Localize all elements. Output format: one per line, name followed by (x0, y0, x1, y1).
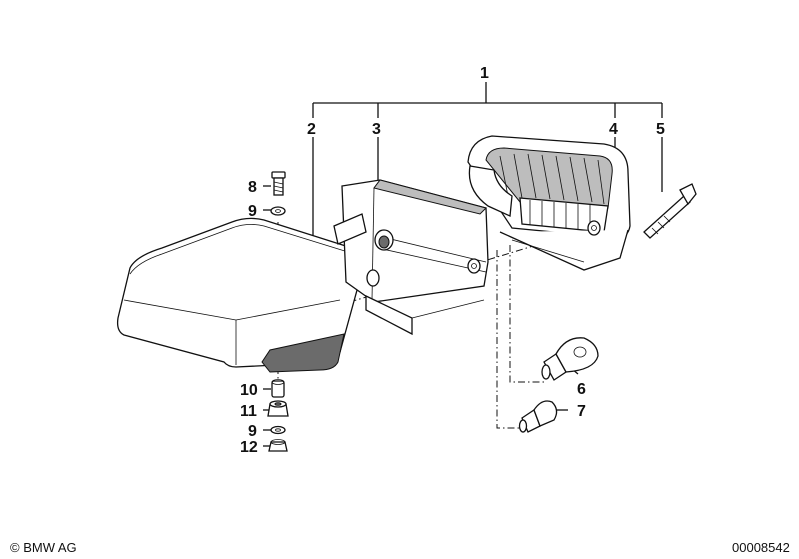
bushing-part-10 (271, 379, 285, 398)
callout-5: 5 (656, 121, 665, 138)
bulb-part-7 (518, 400, 558, 433)
callout-labels: 1 2 3 4 5 8 9 6 7 10 11 9 12 (240, 65, 665, 456)
diagram-number: 00008542 (732, 540, 790, 555)
nut-part-12 (268, 439, 288, 452)
washer-part-9-top (270, 206, 286, 216)
callout-6: 6 (577, 381, 586, 398)
housing-part-3 (333, 179, 489, 336)
callout-10: 10 (240, 382, 258, 399)
callout-3: 3 (372, 121, 381, 138)
callout-9-top: 9 (248, 203, 257, 220)
lens-cover-part-2 (116, 217, 365, 373)
callout-2: 2 (307, 121, 316, 138)
grommet-part-11 (267, 400, 289, 417)
callout-9-bottom: 9 (248, 423, 257, 440)
screw-part-5 (643, 183, 697, 239)
copyright-text: © BMW AG (10, 540, 77, 555)
callout-8: 8 (248, 179, 257, 196)
callout-7: 7 (577, 403, 586, 420)
callout-12: 12 (240, 439, 258, 456)
callout-1: 1 (480, 65, 489, 82)
screw-part-8 (271, 171, 286, 196)
callout-4: 4 (609, 121, 618, 138)
bulb-part-6 (541, 337, 599, 381)
callout-11: 11 (240, 403, 257, 420)
reflector-frame-part-4 (467, 135, 631, 271)
washer-part-9-bottom (270, 425, 286, 435)
